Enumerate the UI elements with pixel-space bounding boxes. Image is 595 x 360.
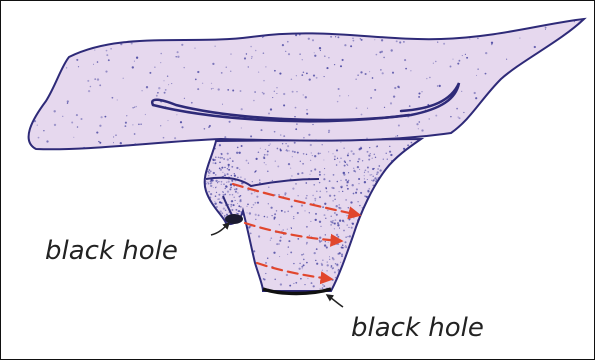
pointer-right <box>327 295 343 307</box>
label-black-hole-right: black hole <box>351 313 484 343</box>
pointer-left <box>211 223 229 235</box>
sheet-surface <box>29 19 586 153</box>
black-hole-small-icon <box>225 214 243 224</box>
label-black-hole-left: black hole <box>45 236 178 266</box>
